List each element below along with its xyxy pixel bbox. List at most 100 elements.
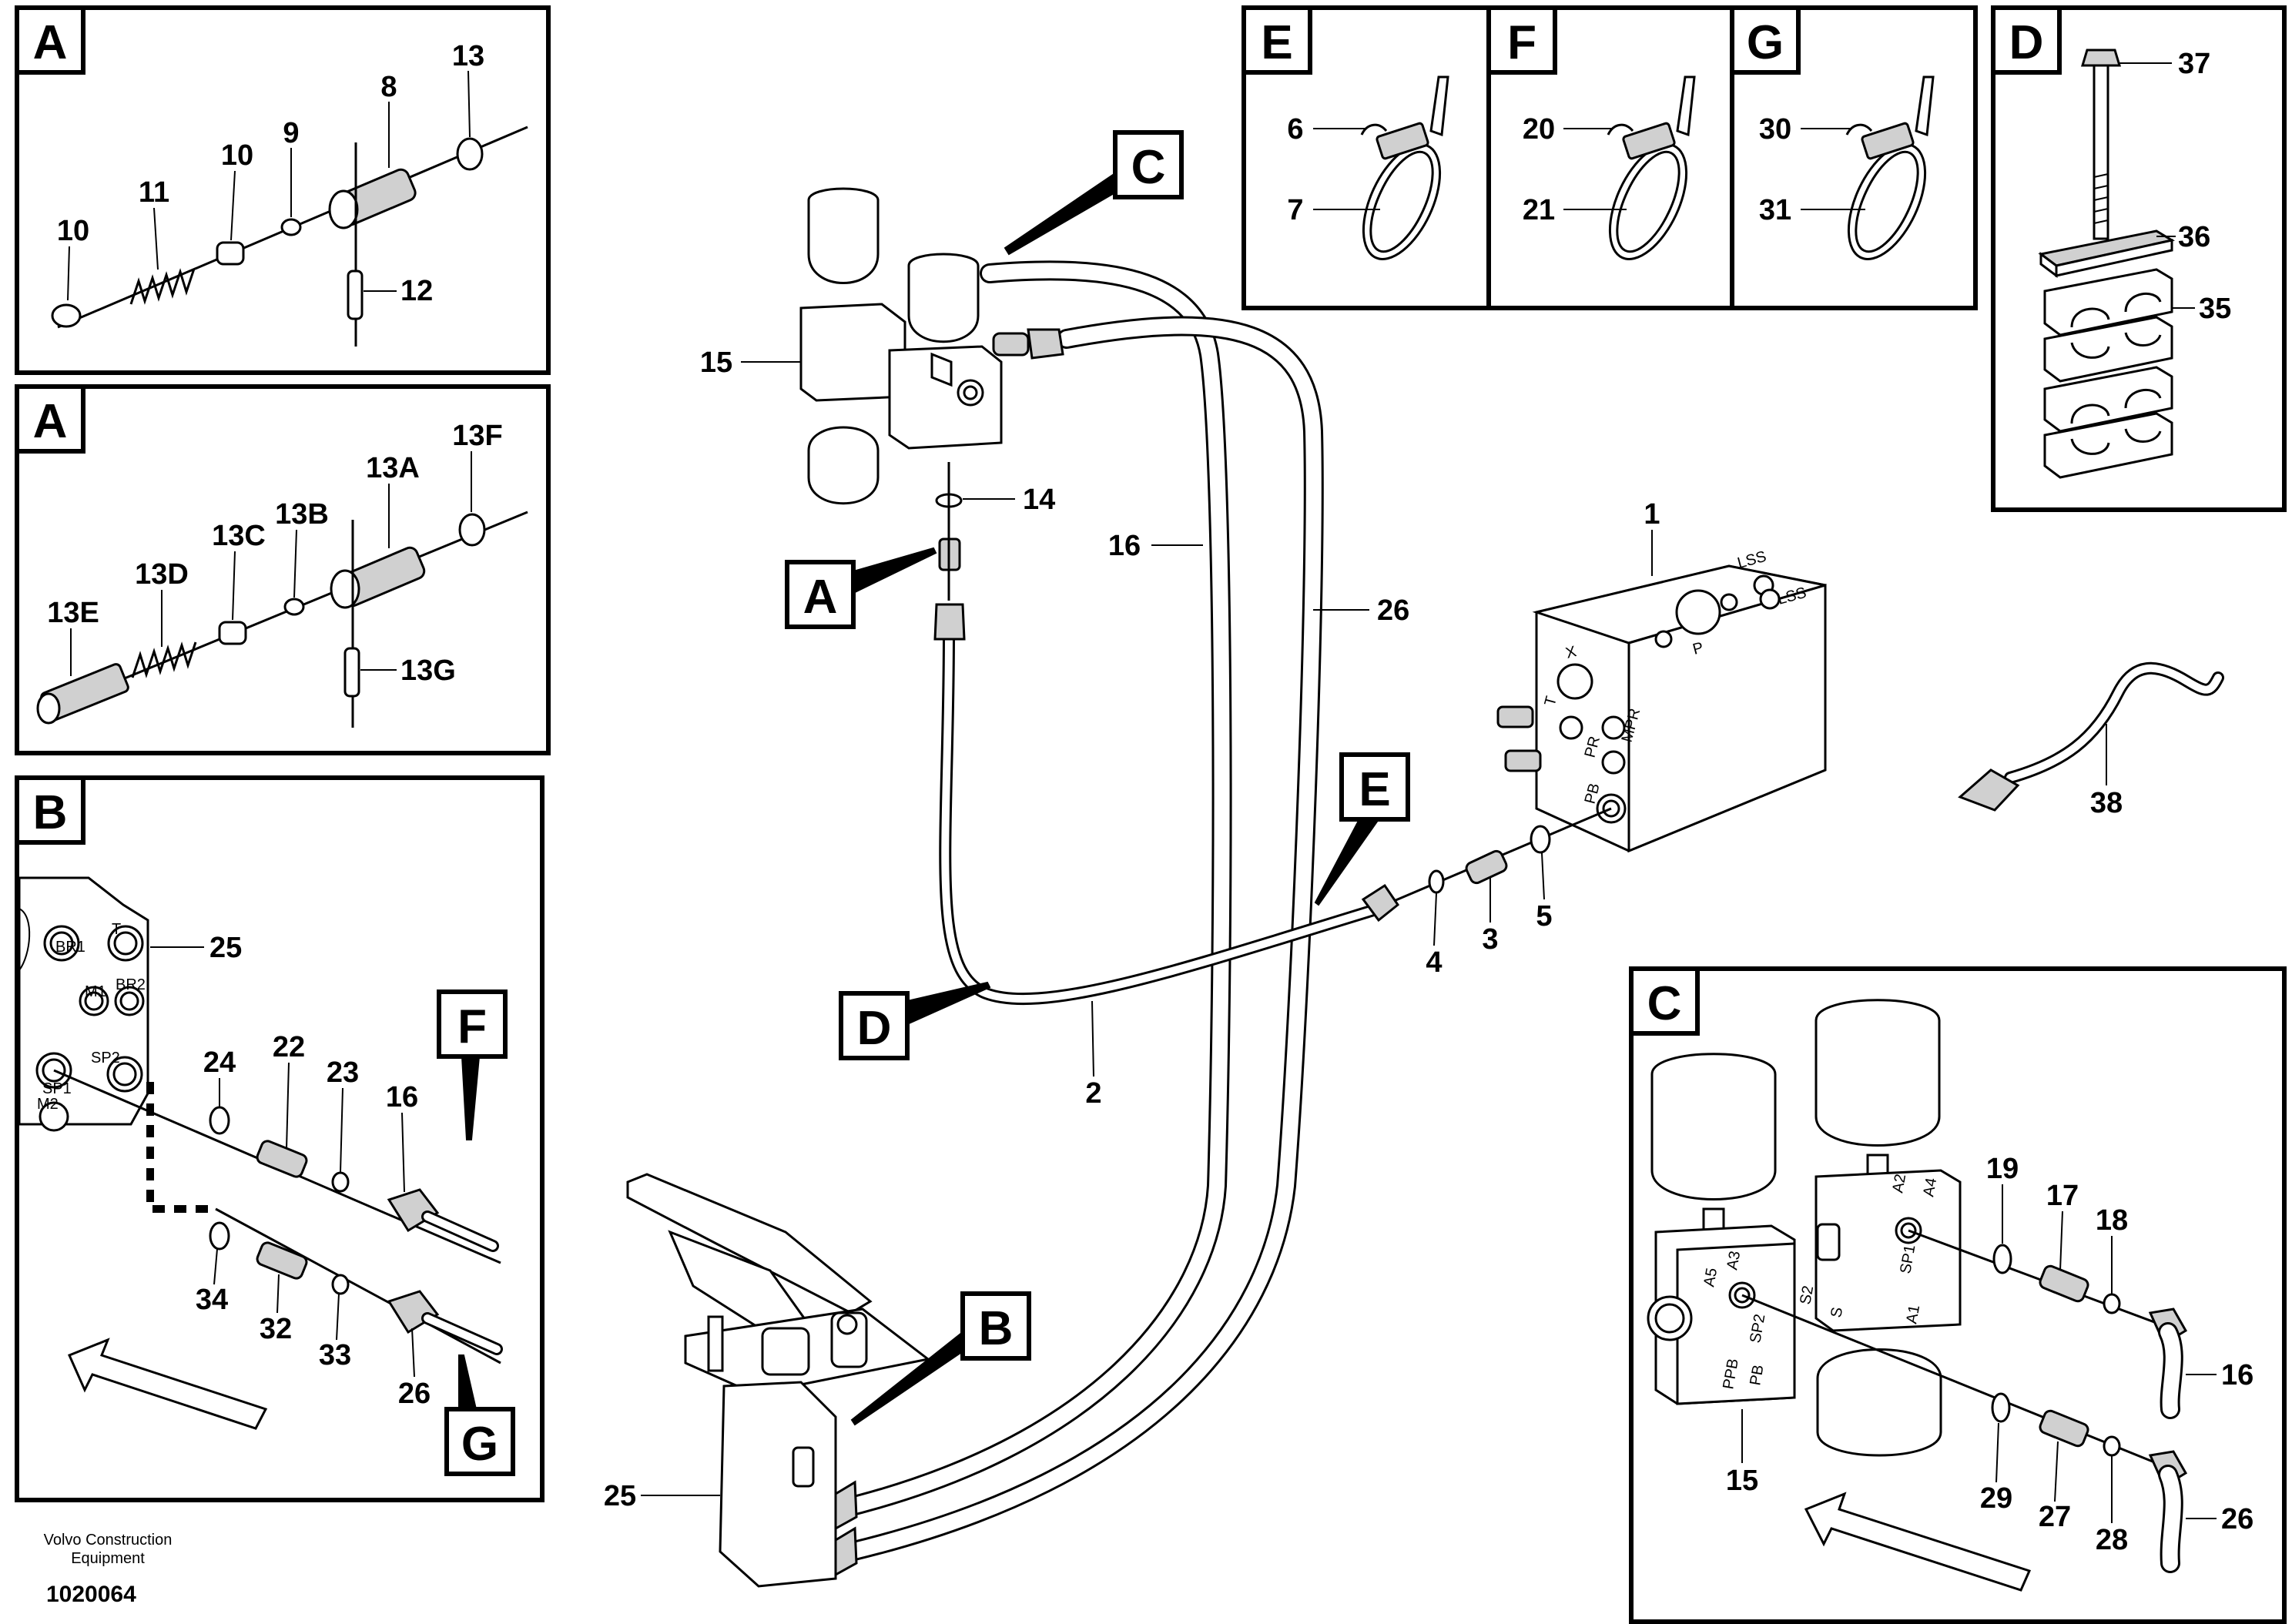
callout-32: 32 — [260, 1313, 292, 1345]
port-label-sp1: SP1 — [42, 1080, 72, 1097]
elbow-fitting-part — [2148, 1450, 2188, 1573]
callout-23: 23 — [327, 1056, 359, 1089]
o-ring-part — [280, 218, 302, 236]
elbow-fitting-part — [2148, 1308, 2188, 1419]
port-label-s: S — [1828, 1306, 1846, 1319]
callout-29: 29 — [1980, 1482, 2012, 1515]
cover-plate-part — [2038, 229, 2176, 278]
callout-16: 16 — [1108, 530, 1141, 562]
callout-7: 7 — [1287, 194, 1303, 226]
callout-2: 2 — [1085, 1077, 1101, 1110]
port-label-sp2: SP2 — [91, 1050, 120, 1066]
callout-25-b: 25 — [209, 932, 242, 964]
port-label-m2: M2 — [37, 1096, 59, 1113]
o-ring-part — [1992, 1244, 2012, 1274]
valve-part — [216, 241, 245, 266]
detail-panel-g: G 30 31 — [1730, 5, 1978, 310]
callout-25: 25 — [604, 1480, 636, 1512]
main-tag-b: B — [979, 1302, 1014, 1355]
port-label-t: T — [112, 921, 121, 938]
detail-tag-a-top: A — [33, 16, 68, 69]
o-ring-part — [1991, 1392, 2011, 1423]
detail-tag-f-panel: F — [1507, 16, 1536, 69]
callout-5: 5 — [1536, 900, 1552, 933]
o-ring-part — [2103, 1435, 2121, 1457]
port-label-br1: BR1 — [55, 939, 85, 956]
callout-37: 37 — [2178, 48, 2210, 80]
port-label-pb: PB — [1747, 1364, 1767, 1387]
valve-port-t: T — [1542, 695, 1560, 708]
callout-1: 1 — [1644, 498, 1660, 531]
o-ring-part — [1530, 825, 1551, 854]
cable-tie-icon — [1607, 75, 1696, 260]
accumulator-part — [1650, 1053, 1777, 1232]
callout-18: 18 — [2096, 1204, 2128, 1237]
adapter-part — [2039, 1409, 2089, 1448]
o-ring-part — [331, 1171, 350, 1193]
main-tag-e: E — [1359, 763, 1390, 816]
callout-14: 14 — [1023, 484, 1055, 516]
callout-22: 22 — [273, 1031, 305, 1063]
detail-panel-c: C A2 A4 SP1 A3 A5 SP2 S2 S A1 — [1629, 966, 2287, 1624]
callout-33: 33 — [319, 1339, 351, 1371]
brake-pedal-valve-25 — [626, 1173, 931, 1588]
callout-26-b: 26 — [398, 1378, 431, 1410]
main-tag-c: C — [1131, 141, 1166, 194]
spring-part — [129, 268, 196, 305]
callout-36: 36 — [2178, 221, 2210, 253]
detail-tag-c: C — [1647, 977, 1682, 1030]
callout-13a: 13A — [366, 452, 420, 484]
wire-harness-38 — [1958, 661, 2224, 812]
callout-26-c: 26 — [2221, 1503, 2253, 1535]
detail-panel-e: E 6 7 — [1242, 5, 1491, 310]
o-ring-part — [1428, 869, 1445, 894]
callout-13c: 13C — [212, 520, 266, 552]
port-label-a2: A2 — [1889, 1173, 1909, 1194]
callout-19: 19 — [1986, 1153, 2019, 1185]
o-ring-part — [209, 1221, 230, 1251]
detail-tag-f: F — [457, 1000, 487, 1053]
valve-port-lss-1: LSS — [1736, 548, 1768, 572]
port-label-m1: M1 — [85, 983, 106, 1000]
tube-nut-part — [1361, 883, 1400, 922]
plunger-part — [36, 663, 129, 725]
o-ring-part — [2103, 1293, 2121, 1314]
company-name-line1: Volvo Construction — [44, 1532, 173, 1549]
plug-part — [51, 303, 82, 328]
detail-tag-a-bottom: A — [33, 395, 68, 448]
callout-13b: 13B — [275, 498, 329, 531]
callout-16-b: 16 — [386, 1081, 418, 1113]
detail-panel-f: F 20 21 — [1486, 5, 1734, 310]
main-tag-a: A — [803, 571, 838, 624]
cable-tie-icon — [1360, 75, 1449, 260]
adapter-part — [256, 1241, 308, 1280]
detail-panel-a-bottom: A 13E 13D 13C 13B 13A 13F 13G — [15, 384, 551, 755]
callout-10-valve: 10 — [221, 139, 253, 172]
callout-15: 15 — [700, 347, 732, 379]
callout-3: 3 — [1482, 923, 1498, 956]
callout-26: 26 — [1377, 594, 1409, 627]
adapter-part — [2039, 1264, 2089, 1303]
detail-tag-b: B — [33, 786, 68, 839]
callout-6: 6 — [1287, 113, 1303, 146]
clamp-block-part — [2043, 268, 2173, 479]
company-name-line2: Equipment — [71, 1550, 145, 1567]
document-number: 1020064 — [46, 1582, 136, 1607]
accumulator-part — [1816, 1348, 1942, 1457]
callout-8: 8 — [380, 71, 397, 103]
valve-port-x: X — [1564, 643, 1579, 662]
valve-port-p: P — [1691, 639, 1706, 658]
detail-tag-d: D — [2009, 16, 2044, 69]
callout-30: 30 — [1759, 113, 1791, 146]
callout-17: 17 — [2046, 1180, 2079, 1212]
port-label-a5: A5 — [1701, 1267, 1721, 1288]
detail-panel-b: B BR1 T M1 BR2 SP1 SP2 M2 — [15, 775, 545, 1502]
accumulator-block-15 — [799, 187, 1064, 505]
o-ring-part — [456, 137, 484, 171]
callout-38: 38 — [2090, 787, 2123, 819]
callout-16-c: 16 — [2221, 1359, 2253, 1391]
valve-part — [218, 621, 247, 645]
callout-24: 24 — [203, 1046, 236, 1079]
port-label-a3: A3 — [1724, 1250, 1744, 1271]
